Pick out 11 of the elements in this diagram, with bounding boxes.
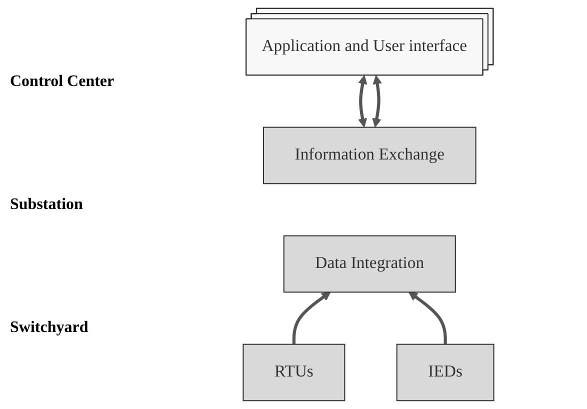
tier-label: Switchyard bbox=[10, 318, 90, 336]
node-box: Information Exchange bbox=[262, 126, 476, 184]
node-box: RTUs bbox=[242, 344, 346, 402]
node-box: IEDs bbox=[396, 344, 494, 402]
arrow bbox=[408, 292, 447, 344]
tier-label: Substation bbox=[10, 196, 84, 214]
tier-label: Control Center bbox=[10, 72, 116, 90]
arrow bbox=[292, 292, 331, 344]
arrow bbox=[372, 75, 382, 128]
arrow bbox=[358, 75, 368, 128]
node-box: Data Integration bbox=[283, 235, 456, 293]
